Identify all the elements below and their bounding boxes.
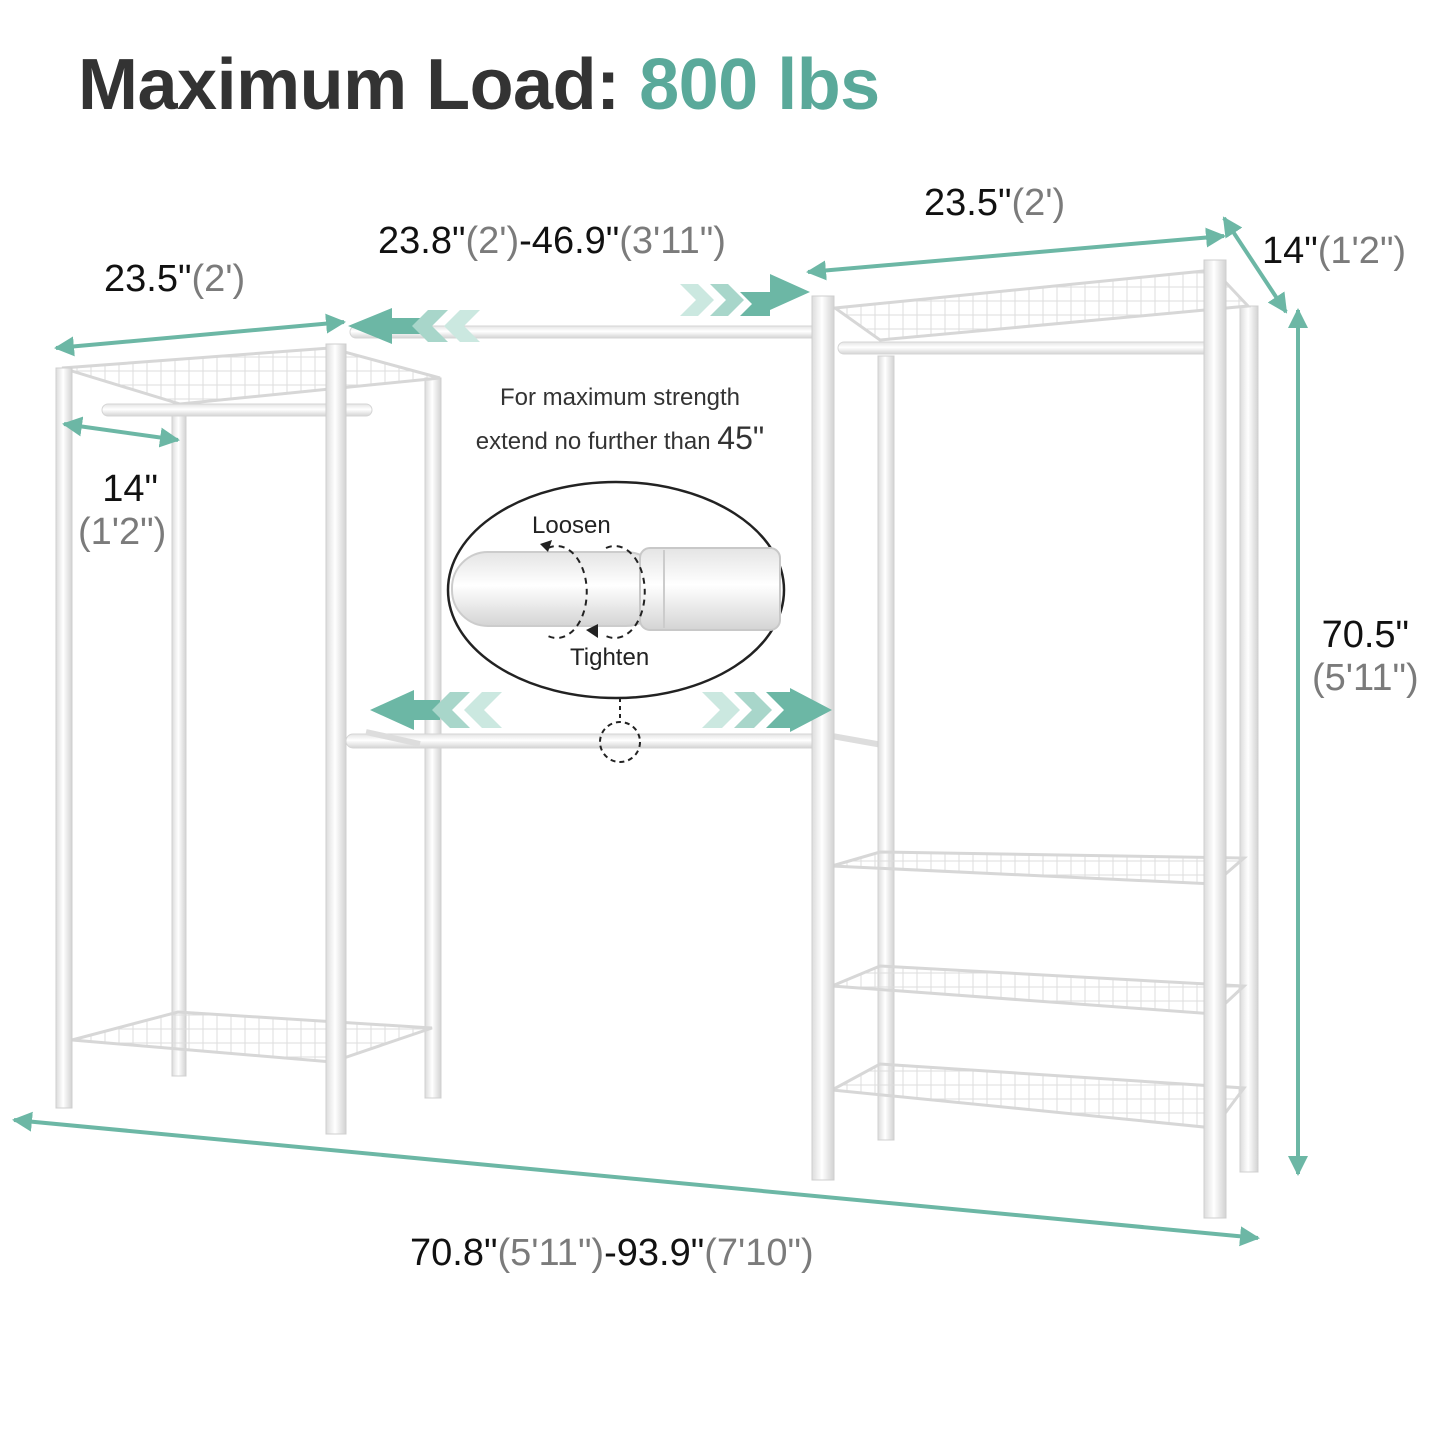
left-depth-label: 14"(1'2") xyxy=(78,468,167,553)
post xyxy=(171,411,187,1077)
rotate-tighten-icon xyxy=(605,545,646,639)
chevron-left-icon xyxy=(432,692,470,728)
chevron-right-icon xyxy=(766,688,832,732)
bottom-shelf xyxy=(71,1010,433,1064)
left-depth-line xyxy=(62,416,180,448)
double-arrow-icon xyxy=(348,274,832,732)
total-width-label: 70.8"(5'11")-93.9"(7'10") xyxy=(410,1232,814,1274)
post xyxy=(877,355,895,1141)
right-width-label: 23.5"(2') xyxy=(924,182,1066,224)
loosen-label: Loosen xyxy=(532,512,611,539)
page-title: Maximum Load: 800 lbs xyxy=(78,45,880,125)
total-width-line xyxy=(12,1111,1260,1247)
detail-rod xyxy=(451,551,663,627)
shelf xyxy=(831,964,1248,1016)
post xyxy=(811,295,835,1181)
rotate-loosen-icon xyxy=(547,545,588,639)
top-shelf xyxy=(830,268,1252,342)
post xyxy=(55,367,73,1109)
chevron-left-icon xyxy=(464,692,502,728)
post xyxy=(1203,259,1227,1219)
dimension-lines xyxy=(12,216,1308,1247)
right-depth-line xyxy=(1222,216,1288,314)
hanging-rod xyxy=(837,341,1219,355)
chevron-left-icon xyxy=(444,310,480,342)
chevron-left-icon xyxy=(412,310,448,342)
top-shelf xyxy=(61,346,441,406)
chevron-right-icon xyxy=(680,284,714,316)
right-width-line xyxy=(806,227,1226,281)
middle-rod-label: 23.8"(2')-46.9"(3'11") xyxy=(378,220,726,262)
tighten-label: Tighten xyxy=(570,644,650,671)
max-load-value: 800 lbs xyxy=(639,45,880,125)
rod-bracket xyxy=(365,729,421,747)
right-depth-label: 14"(1'2") xyxy=(1262,230,1407,272)
strength-note: For maximum strength extend no further t… xyxy=(475,384,765,456)
right-unit xyxy=(811,259,1259,1219)
height-label: 70.5"(5'11") xyxy=(1312,614,1419,699)
callout-target xyxy=(599,721,641,763)
post xyxy=(325,343,347,1135)
post xyxy=(1239,305,1259,1173)
shelf xyxy=(831,850,1248,886)
chevron-right-icon xyxy=(734,692,772,728)
chevron-right-icon xyxy=(702,692,740,728)
detail-rod-sleeve xyxy=(639,547,781,631)
left-width-label: 23.5"(2') xyxy=(104,258,246,300)
hanging-rod xyxy=(101,403,373,417)
chevron-right-icon xyxy=(740,274,810,316)
chevron-left-icon xyxy=(370,690,440,730)
rod-detail-callout xyxy=(446,480,786,763)
chevron-right-icon xyxy=(710,284,744,316)
chevron-left-icon xyxy=(348,308,420,344)
left-width-line xyxy=(54,313,346,357)
